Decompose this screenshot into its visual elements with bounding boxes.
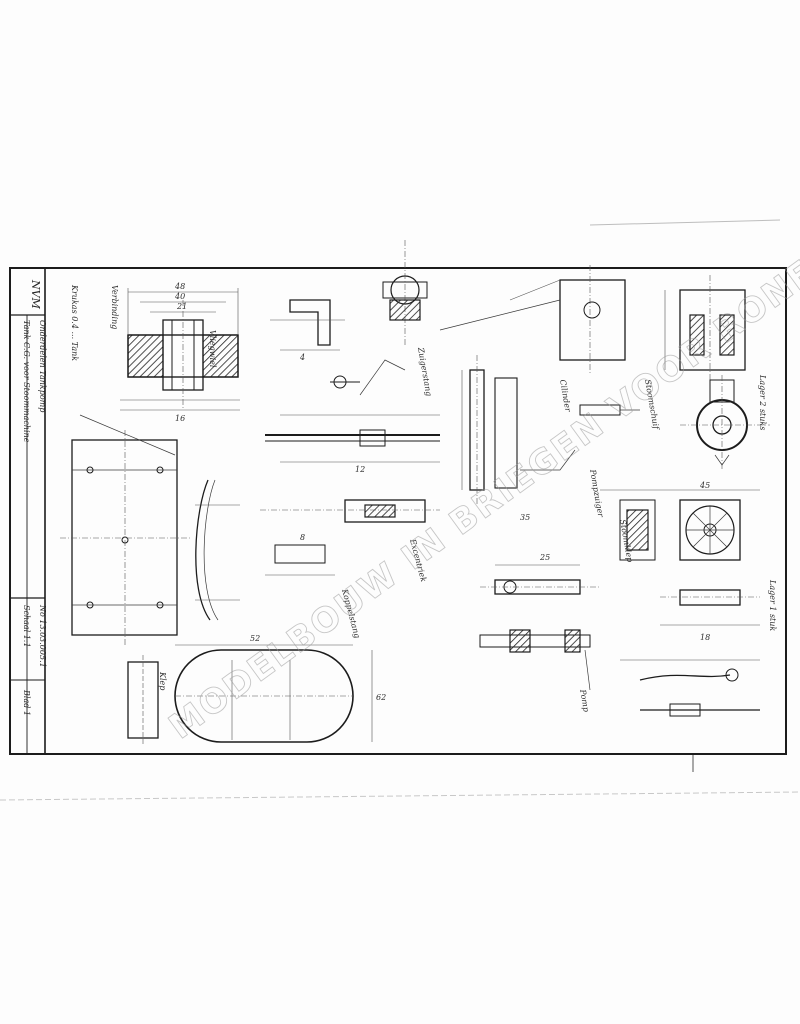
dim-4: 4 (299, 353, 305, 362)
label-pomp: Pomp (578, 688, 591, 713)
label-klep: Klep (158, 671, 167, 690)
pump-head-view (439, 265, 640, 416)
section-title: Krukas 0.4 ... Tank (70, 284, 79, 361)
piston-rod-view: 12 (265, 359, 440, 474)
watermark: MODELBOUW IN BRIEGEN VOOR RONEN (162, 234, 800, 748)
scale-label: Schaal 1:1 (22, 605, 31, 648)
label-lager-1: Lager 1 stuk (768, 579, 777, 631)
dim-62: 62 (376, 693, 386, 702)
title-line-2: Onderdelen Tankpomp (38, 320, 47, 412)
sheet-number: Blad 1 (22, 689, 31, 716)
dim-16: 16 (175, 414, 185, 423)
pump-valve-view (479, 564, 600, 691)
dim-48: 48 (174, 282, 185, 291)
dim-18: 18 (700, 633, 710, 642)
sheet-edge-bottom (0, 791, 800, 801)
drawing-number: No 13.03.005.1 (38, 604, 47, 668)
flange-section-view: 48 40 21 16 (120, 282, 240, 423)
oval-plate-view: 52 62 (127, 634, 386, 745)
dim-21: 21 (176, 302, 187, 311)
cross-note: Verbinding (110, 285, 119, 329)
dim-25: 25 (539, 553, 550, 562)
dim-8: 8 (300, 533, 305, 542)
title-line-1: Tank C.G. voor Stoommachine (22, 320, 31, 443)
valve-clip-view (260, 499, 440, 576)
label-vliegwiel: Vliegwiel (208, 330, 217, 368)
dim-12: 12 (355, 465, 365, 474)
label-lager-2: Lager 2 stuks (758, 374, 767, 430)
maker-label: NVM (29, 279, 42, 310)
sheet-edge-top (589, 219, 781, 226)
base-plate-view (60, 414, 240, 645)
dim-52: 52 (250, 634, 260, 643)
bracket-view (270, 240, 428, 351)
flywheel-view (680, 375, 770, 470)
drawing-frame (9, 267, 787, 755)
dim-35: 35 (520, 513, 530, 522)
cylinder-view (461, 355, 576, 505)
dim-45: 45 (699, 481, 710, 490)
bearing-block-view (664, 275, 746, 385)
valve-lever-view (620, 589, 760, 717)
dim-40: 40 (174, 292, 185, 301)
gear-wheel-view (600, 489, 760, 561)
label-pompzuiger: Pompzuiger (588, 468, 606, 519)
label-zuigerstang: Zuigerstang (416, 346, 434, 397)
label-cilinder: Cilinder (558, 379, 573, 414)
